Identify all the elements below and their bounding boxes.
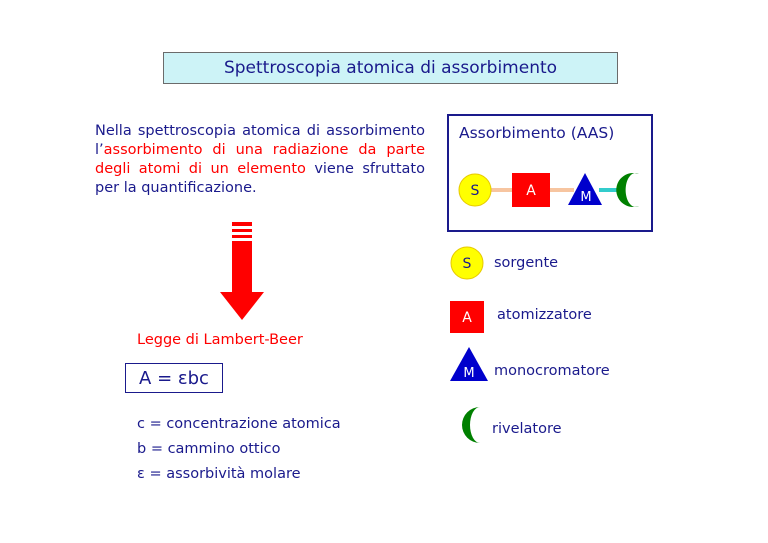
atomizer-icon: A — [512, 173, 550, 207]
intro-part1: Nella spettroscopia atomica di assorbime… — [95, 123, 425, 158]
legend-label-monochromator: monocromatore — [494, 363, 610, 379]
legend-atomizer-symbol: A — [462, 310, 472, 326]
intro-highlight: assorbimento di una radiazione da parte … — [95, 142, 425, 177]
monochromator-symbol: M — [580, 190, 591, 205]
aas-title: Assorbimento (AAS) — [459, 124, 615, 142]
legend-label-detector: rivelatore — [492, 421, 562, 437]
down-arrow-icon — [220, 222, 264, 322]
legend-label-atomizer: atomizzatore — [497, 307, 592, 323]
legend-monochromator-icon: M — [450, 347, 488, 381]
monochromator-icon: M — [568, 173, 602, 205]
legend-detector-symbol: D — [471, 419, 482, 435]
legend-label-source: sorgente — [494, 255, 559, 271]
slide-title: Spettroscopia atomica di assorbimento — [163, 52, 618, 84]
legend: S A M D sorgente atomizzatore monocromat… — [450, 245, 650, 465]
intro-part3: viene sfruttato per la quantificazione. — [95, 161, 425, 196]
definition-b: b = cammino ottico — [137, 441, 281, 457]
legend-monochromator-symbol: M — [463, 366, 474, 381]
legend-source-icon: S — [450, 246, 484, 280]
legend-detector-icon: D — [462, 407, 481, 443]
legend-source-symbol: S — [463, 256, 472, 272]
atomizer-symbol: A — [526, 183, 536, 199]
detector-symbol: D — [631, 184, 642, 200]
definition-c: c = concentrazione atomica — [137, 416, 341, 432]
source-symbol: S — [471, 183, 480, 199]
source-icon: S — [458, 173, 492, 207]
detector-icon: D — [616, 173, 641, 207]
definition-epsilon: ε = assorbività molare — [137, 466, 301, 482]
intro-paragraph: Nella spettroscopia atomica di assorbime… — [95, 122, 425, 198]
formula-box: A = εbc — [125, 363, 223, 393]
law-title: Legge di Lambert-Beer — [137, 332, 303, 348]
legend-atomizer-icon: A — [450, 301, 484, 333]
definitions-list: c = concentrazione atomica b = cammino o… — [137, 412, 341, 487]
aas-diagram: Assorbimento (AAS) S A M D — [447, 114, 653, 232]
